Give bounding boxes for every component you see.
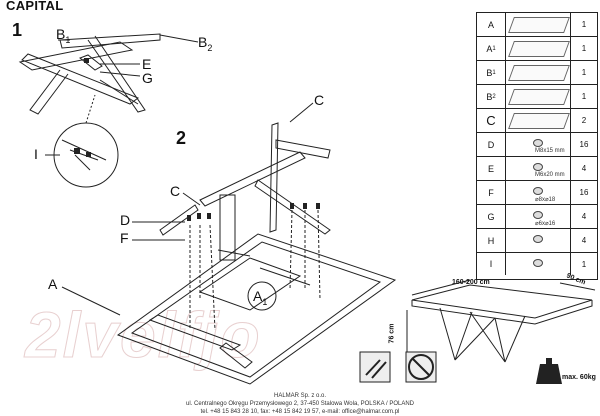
- part-letter: D: [477, 133, 506, 156]
- part-pictogram: [533, 187, 543, 195]
- part-pictogram: [508, 41, 570, 57]
- part-letter: E: [477, 157, 506, 180]
- label-f: F: [120, 230, 129, 246]
- part-quantity: 16: [570, 133, 597, 156]
- part-letter: C: [477, 109, 506, 132]
- part-quantity: 4: [570, 157, 597, 180]
- label-d: D: [120, 212, 131, 228]
- label-b1: B1: [56, 26, 71, 45]
- part-quantity: 4: [570, 205, 597, 228]
- weight-icon: [536, 358, 562, 384]
- part-spec: ⌀6x⌀16: [535, 221, 556, 227]
- part-pictogram: [533, 235, 543, 243]
- label-b2: B2: [198, 34, 213, 53]
- max-weight: max. 60kg: [562, 374, 596, 381]
- two-person-pictogram: [359, 351, 391, 383]
- step-2-number: 2: [176, 128, 187, 148]
- page-title: CAPITAL: [6, 0, 64, 13]
- part-letter: A: [477, 13, 506, 36]
- label-c-mid: C: [170, 183, 181, 199]
- watermark: 2lvelfjo: [25, 299, 262, 372]
- part-pictogram: [508, 65, 570, 81]
- part-quantity: 16: [570, 181, 597, 204]
- part-quantity: 4: [570, 229, 597, 252]
- part-quantity: 1: [570, 13, 597, 36]
- part-quantity: 1: [570, 37, 597, 60]
- label-a1: A1: [253, 288, 268, 307]
- part-letter: F: [477, 181, 506, 204]
- leg-b1-drawing: [18, 41, 140, 115]
- footer-contact: tel. +48 15 843 28 10, fax: +48 15 842 1…: [200, 409, 400, 415]
- part-letter: H: [477, 229, 506, 252]
- dimension-length: 160-200 cm: [452, 279, 490, 286]
- label-a: A: [48, 276, 58, 292]
- label-i: I: [34, 146, 38, 162]
- part-letter: I: [477, 253, 506, 275]
- footer-company: HALMAR Sp. z o.o.: [273, 393, 327, 399]
- part-pictogram: [508, 17, 570, 33]
- tabletop-outer: [116, 233, 397, 385]
- part-letter: G: [477, 205, 506, 228]
- table-preview: [411, 284, 593, 319]
- part-pictogram: [508, 113, 570, 129]
- label-c-top: C: [314, 92, 325, 108]
- step-1-number: 1: [12, 20, 23, 40]
- part-quantity: 2: [570, 109, 597, 132]
- footer-address: ul. Centralnego Okręgu Przemysłowego 2, …: [185, 401, 414, 407]
- parts-row: F ⌀8x⌀18 16: [477, 181, 597, 205]
- leg-b2-drawing: [59, 33, 161, 113]
- part-spec: M6x20 mm: [535, 172, 565, 178]
- part-pictogram: [533, 139, 543, 147]
- part-quantity: 1: [570, 61, 597, 84]
- part-pictogram: [533, 163, 543, 171]
- tabletop-insert-a1: [198, 257, 302, 311]
- label-e: E: [142, 56, 152, 72]
- part-quantity: 1: [570, 85, 597, 108]
- parts-row: D M8x15 mm 16: [477, 133, 597, 157]
- part-spec: M8x15 mm: [535, 148, 565, 154]
- parts-row: E M6x20 mm 4: [477, 157, 597, 181]
- part-pictogram: [533, 259, 543, 267]
- no-single-person-pictogram: [405, 351, 437, 383]
- part-quantity: 1: [570, 253, 597, 275]
- part-pictogram: [508, 89, 570, 105]
- part-spec: ⌀8x⌀18: [535, 197, 556, 203]
- part-pictogram: [533, 211, 543, 219]
- dimension-height: 76 cm: [388, 323, 396, 344]
- label-g: G: [142, 70, 153, 86]
- parts-row: G ⌀6x⌀16 4: [477, 205, 597, 229]
